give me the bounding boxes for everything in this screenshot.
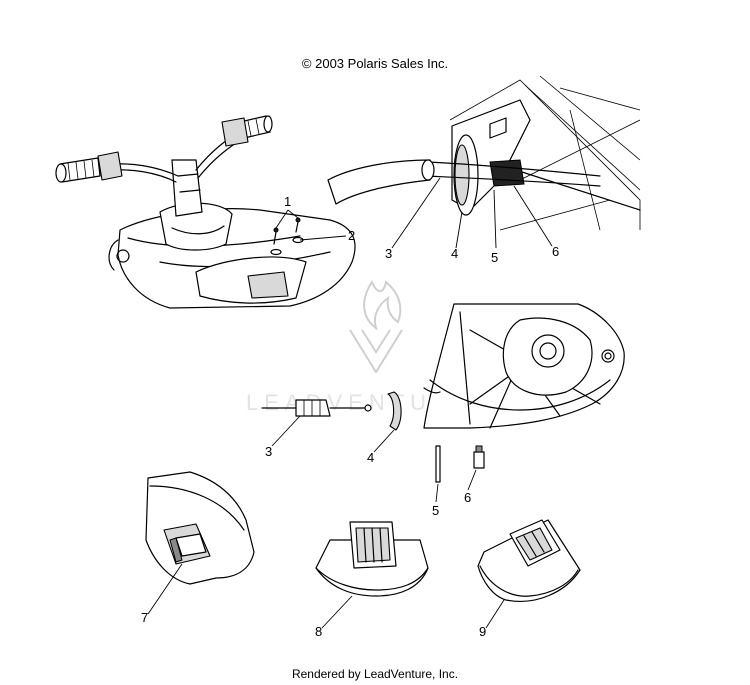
callout-2: 2 — [348, 228, 355, 243]
rendered-by-footer: Rendered by LeadVenture, Inc. — [291, 667, 459, 681]
callout-4-exploded: 4 — [367, 450, 374, 465]
callout-1: 1 — [284, 194, 291, 209]
exploded-cable — [261, 399, 372, 417]
exploded-clip — [435, 445, 441, 483]
callout-3-exploded: 3 — [265, 444, 272, 459]
callout-6-exploded: 6 — [464, 490, 471, 505]
callout-5-installed: 5 — [491, 250, 498, 265]
part-9-connector — [477, 519, 581, 602]
callout-3-installed: 3 — [385, 246, 392, 261]
exploded-grommet — [387, 391, 402, 431]
exploded-bulb — [473, 445, 485, 469]
copyright-notice: © 2003 Polaris Sales Inc. — [301, 56, 449, 71]
handlebar-fairing-assembly — [55, 115, 356, 309]
callouts: 1 2 3 4 5 6 3 4 5 6 7 8 9 — [141, 194, 559, 639]
callout-9: 9 — [479, 624, 486, 639]
callout-7: 7 — [141, 610, 148, 625]
callout-6-installed: 6 — [552, 244, 559, 259]
dash-panel-section — [423, 303, 625, 429]
callout-4-installed: 4 — [451, 246, 458, 261]
part-8-connector — [315, 521, 429, 597]
part-7-switch-housing — [145, 471, 255, 585]
callout-5-exploded: 5 — [432, 503, 439, 518]
leader-lines — [147, 177, 553, 629]
installed-switch-view — [327, 75, 641, 231]
callout-8: 8 — [315, 624, 322, 639]
